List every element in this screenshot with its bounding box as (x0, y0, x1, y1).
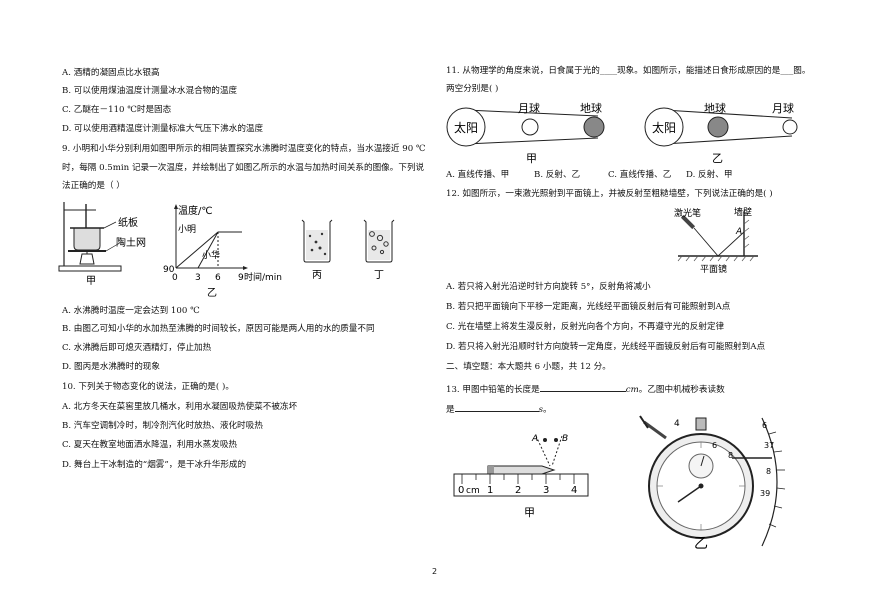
dial-big-37: 37 (764, 441, 774, 450)
dial-top-6: 6 (762, 421, 767, 430)
q13-line2: 是 s。 (446, 402, 552, 416)
eclipse-jia-moon: 月球 (518, 101, 540, 115)
q10-option-d: D. 舞台上干冰制造的“烟雾”，是干冰升华形成的 (62, 460, 247, 470)
caption-yi: 乙 (207, 287, 217, 299)
wall-label: 墙壁 (734, 206, 752, 218)
apparatus-label-paper: 纸板 (118, 216, 138, 229)
ruler-label-a: A (531, 434, 538, 444)
q11-option-c: C. 直线传播、乙 (608, 170, 672, 180)
q11-option-b: B. 反射、乙 (534, 170, 581, 180)
q13-unit-s: s (538, 405, 544, 415)
q10-option-c: C. 夏天在教室地面洒水降温，利用水蒸发吸热 (62, 440, 238, 450)
q11-figure-yi: 太阳 地球 月球 乙 (644, 101, 798, 165)
eclipse-jia-earth: 地球 (580, 101, 602, 115)
graph-series-xiaoming: 小明 (178, 224, 196, 235)
eclipse-yi-moon: 月球 (772, 101, 794, 115)
q13-blank-stopwatch[interactable] (454, 402, 539, 412)
q13-text-3: 是 (446, 405, 455, 415)
caption-jia: 甲 (524, 506, 535, 519)
graph-y-origin: 90 (163, 265, 175, 275)
q8-option-d: D. 可以使用酒精温度计测量标准大气压下沸水的温度 (62, 124, 264, 134)
dial-big-39: 39 (760, 489, 770, 498)
q10-stem: 10. 下列关于物态变化的说法，正确的是( )。 (62, 382, 234, 392)
graph-xtick-3: 3 (195, 273, 201, 283)
q13-figure-ruler: A B 0 cm 1 2 3 4 甲 (453, 434, 589, 519)
eclipse-jia-sun: 太阳 (454, 120, 478, 135)
q13-figure-stopwatch: 4 6 8 6 37 8 39 乙 (639, 415, 786, 552)
q12-option-c: C. 光在墙壁上将发生漫反射，反射光向各个方向，不再遵守光的反射定律 (446, 322, 725, 332)
ruler-tick-3: 3 (543, 485, 549, 496)
caption-yi: 乙 (694, 536, 708, 552)
q10-option-b: B. 汽车空调制冷时，制冷剂汽化时放热、液化时吸热 (62, 421, 263, 431)
q13-line1: 13. 甲图中铅笔的长度是 cm。乙图中机械秒表读数 (446, 382, 725, 396)
q10-option-a: A. 北方冬天在菜窖里放几桶水，利用水凝固吸热使菜不被冻坏 (62, 402, 298, 412)
q12-option-b: B. 若只把平面镜向下平移一定距离，光线经平面镜反射后有可能照射到A点 (446, 302, 731, 312)
ruler-tick-1: 1 (487, 485, 493, 496)
q11-option-a: A. 直线传播、甲 (446, 170, 510, 180)
q13-text-end: 。 (543, 405, 552, 415)
graph-ylabel: 温度/℃ (178, 204, 213, 217)
q13-text-2: 。乙图中机械秒表读数 (638, 385, 725, 395)
q9-figure-apparatus: 纸板 陶土网 甲 (58, 202, 146, 287)
section-2-heading: 二、填空题：本大题共 6 小题，共 12 分。 (446, 362, 611, 372)
q9-figure-beaker-ding: 丁 (363, 219, 395, 281)
graph-xtick-6: 6 (215, 273, 221, 283)
q13-blank-length[interactable] (539, 382, 626, 392)
q11-figure-jia: 太阳 月球 地球 甲 (446, 101, 605, 165)
graph-xlabel: 时间/min (244, 271, 282, 283)
ruler-label-b: B (562, 434, 568, 444)
q9-option-c: C. 水沸腾后即可熄灭酒精灯，停止加热 (62, 343, 212, 353)
q13-text-1: 13. 甲图中铅笔的长度是 (446, 385, 540, 395)
laser-pen-label: 激光笔 (674, 207, 701, 219)
q13-unit-cm: cm (625, 385, 639, 395)
page-number: 2 (432, 567, 438, 576)
apparatus-label-gauze: 陶土网 (116, 236, 146, 249)
q9-option-a: A. 水沸腾时温度一定会达到 100 ℃ (62, 306, 200, 316)
q9-option-d: D. 图丙是水沸腾时的现象 (62, 362, 160, 372)
q8-option-a: A. 酒精的凝固点比水银高 (62, 68, 160, 78)
dial-small-8: 8 (728, 451, 733, 460)
q11-option-d: D. 反射、甲 (686, 170, 733, 180)
q8-option-b: B. 可以使用煤油温度计测量冰水混合物的温度 (62, 86, 238, 96)
q9-stem-line3: 法正确的是（ ） (62, 181, 125, 191)
q11-stem-line2: 两空分别是( ) (446, 84, 499, 94)
ruler-tick-2: 2 (515, 485, 521, 496)
q12-option-a: A. 若只将入射光沿逆时针方向旋转 5°，反射角将减小 (446, 282, 651, 292)
graph-xtick-9: 9 (238, 273, 244, 283)
caption-jia: 甲 (526, 152, 537, 165)
point-a-label: A (735, 227, 742, 237)
caption-ding: 丁 (374, 270, 384, 281)
ruler-tick-0: 0 (458, 485, 464, 496)
q9-figure-graph: 温度/℃ 小明 小华 90 0 3 6 9 时间/min 乙 (163, 204, 282, 299)
q12-figure: 激光笔 墙壁 A 平面镜 (674, 206, 758, 275)
dial-big-8: 8 (766, 467, 771, 476)
caption-bing: 丙 (312, 270, 322, 281)
q9-figure-beaker-bing: 丙 (301, 219, 333, 281)
q9-stem-line1: 9. 小明和小华分别利用如图甲所示的相同装置探究水沸腾时温度变化的特点，当水温接… (62, 144, 426, 154)
caption-yi: 乙 (712, 152, 723, 165)
graph-xtick-0: 0 (172, 273, 178, 283)
eclipse-yi-earth: 地球 (704, 101, 726, 115)
ruler-unit-cm: cm (466, 486, 480, 496)
eclipse-yi-sun: 太阳 (652, 120, 676, 135)
caption-jia: 甲 (86, 276, 96, 287)
dial-small-4: 4 (674, 419, 680, 429)
q12-option-d: D. 若只将入射光沿顺时针方向旋转一定角度，光线经平面镜反射后有可能照射到A点 (446, 342, 766, 352)
q9-stem-line2: 时，每隔 0.5min 记录一次温度，并绘制出了如图乙所示的水温与加热时间关系的… (62, 163, 425, 173)
q9-option-b: B. 由图乙可知小华的水加热至沸腾的时间较长，原因可能是两人用的水的质量不同 (62, 324, 375, 334)
graph-series-xiaohua: 小华 (202, 249, 220, 261)
q11-stem-line1: 11. 从物理学的角度来说，日食属于光的____现象。如图所示，能描述日食形成原… (446, 66, 811, 76)
dial-small-6: 6 (712, 441, 717, 450)
q12-stem: 12. 如图所示，一束激光照射到平面镜上，并被反射至粗糙墙壁，下列说法正确的是(… (446, 189, 773, 199)
ruler-tick-4: 4 (571, 485, 577, 496)
mirror-label: 平面镜 (700, 263, 727, 275)
q8-option-c: C. 乙醚在－110 ℃时是固态 (62, 105, 172, 115)
